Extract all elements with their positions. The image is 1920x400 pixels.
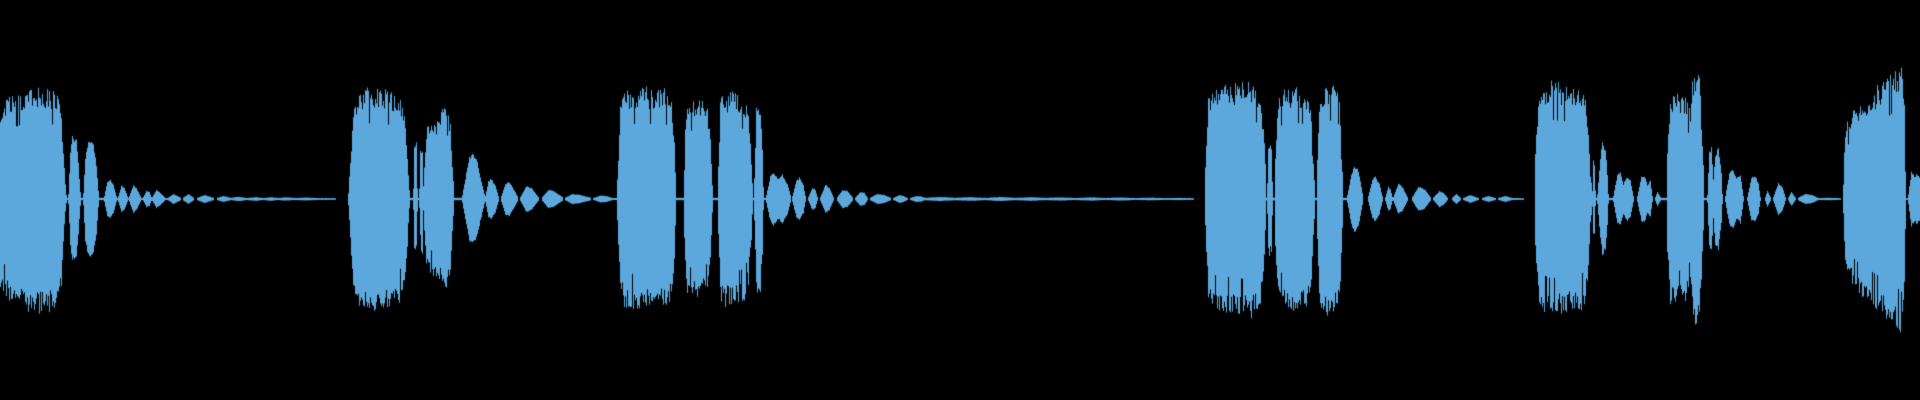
waveform-viewer xyxy=(0,0,1920,400)
audio-waveform-canvas xyxy=(0,0,1920,400)
